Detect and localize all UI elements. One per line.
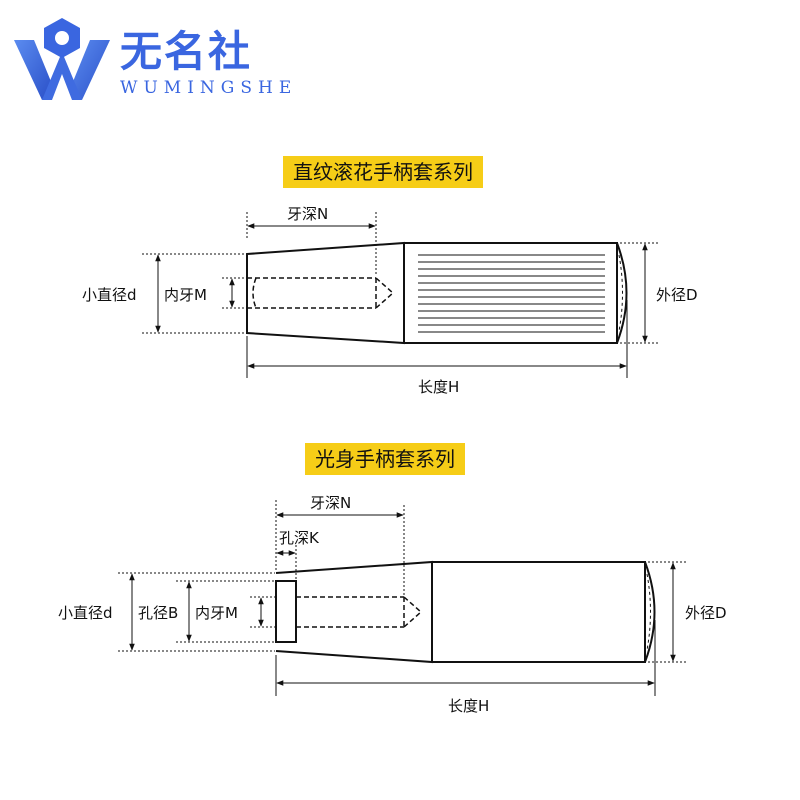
knurled-handle-drawing <box>246 241 628 345</box>
diagram2-hole-depth-label: 孔深K <box>279 529 320 547</box>
diagram1-length-label: 长度H <box>418 378 459 396</box>
thread-hole-hidden <box>247 277 394 309</box>
diagram2-outer-dia-label: 外径D <box>685 604 727 622</box>
diagram1-title: 直纹滚花手柄套系列 <box>283 156 483 188</box>
plain-handle-drawing <box>275 560 656 664</box>
logo-name: 无名社 <box>120 27 253 76</box>
diagram2-inner-thread-label: 内牙M <box>195 604 238 622</box>
knurl-lines <box>418 254 605 333</box>
logo-subtitle: WUMINGSHE <box>120 78 298 98</box>
diagram1-outer-dia-label: 外径D <box>656 286 698 304</box>
diagram1-inner-thread-label: 内牙M <box>164 286 207 304</box>
diagram1-dimensions <box>142 212 660 378</box>
diagram2-length-label: 长度H <box>448 697 489 715</box>
diagram2-dimensions <box>118 500 688 696</box>
diagram1-small-dia-label: 小直径d <box>82 286 137 304</box>
thread-hole-hidden <box>296 596 422 628</box>
logo: 无名社 WUMINGSHE <box>12 12 312 102</box>
diagram2-title: 光身手柄套系列 <box>305 443 465 475</box>
diagram2-thread-depth-label: 牙深N <box>310 494 351 512</box>
logo-mark-icon <box>14 18 110 100</box>
diagram2-hole-dia-label: 孔径B <box>138 604 178 622</box>
diagram1-thread-depth-label: 牙深N <box>287 205 328 223</box>
diagram2-small-dia-label: 小直径d <box>58 604 113 622</box>
